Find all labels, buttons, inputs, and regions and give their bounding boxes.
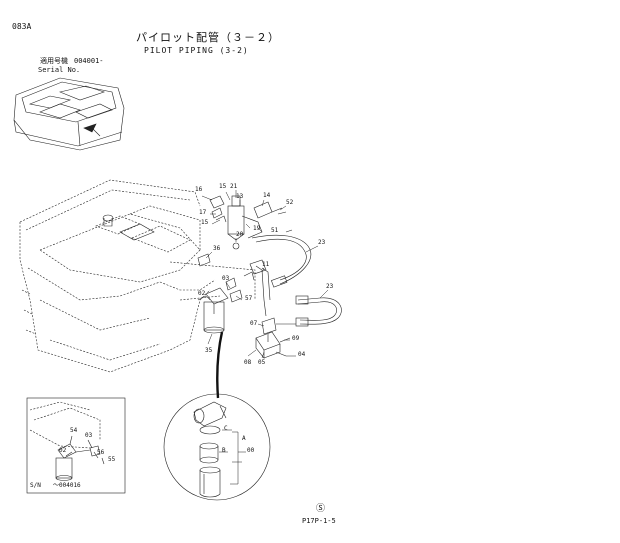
callout-23-lower: 23 xyxy=(326,283,334,290)
page-reference: P17P-1-5 xyxy=(302,517,336,525)
inset-parts xyxy=(55,435,105,481)
callout-04: 04 xyxy=(298,351,306,358)
callout-19: 19 xyxy=(253,225,261,232)
callout-16: 16 xyxy=(195,186,203,193)
callout-51: 51 xyxy=(271,227,279,234)
callout-C: C xyxy=(224,425,228,432)
machine-body xyxy=(19,179,256,373)
callout-02: 02 xyxy=(198,290,206,297)
callout-07: 07 xyxy=(250,320,258,327)
callout-08: 08 xyxy=(244,359,252,366)
inset-frame xyxy=(26,397,126,494)
callout-05: 05 xyxy=(258,359,266,366)
tee-07 xyxy=(261,317,296,342)
callout-17: 17 xyxy=(199,209,207,216)
block-05 xyxy=(255,331,291,359)
callout-20: 20 xyxy=(236,231,244,238)
page-code: 083A xyxy=(12,22,32,31)
callout-23-upper: 23 xyxy=(318,239,326,246)
detail-brackets xyxy=(219,429,246,485)
detail-connector xyxy=(216,331,224,399)
leader-lines xyxy=(201,190,329,359)
inset-drawing xyxy=(29,401,101,449)
callout-13: 13 xyxy=(236,193,244,200)
machine-thumbnail xyxy=(13,77,125,151)
callout-11: 11 xyxy=(262,261,270,268)
callout-36: 36 xyxy=(213,245,221,252)
detail-circle xyxy=(163,393,271,501)
callout-21: 21 xyxy=(230,183,238,190)
callout-B: B xyxy=(222,447,226,454)
title-japanese: パイロット配管（３－２） xyxy=(136,31,280,44)
hose-11 xyxy=(249,259,271,317)
callout-09: 09 xyxy=(292,335,300,342)
inset-callout-54: 54 xyxy=(70,427,78,434)
callout-15b: 15 xyxy=(201,219,209,226)
footer-mark: Ⓢ xyxy=(316,504,326,514)
callout-A: A xyxy=(242,435,246,442)
title-english: PILOT PIPING (3-2) xyxy=(144,46,249,55)
serial-value: 004001- xyxy=(74,57,104,65)
callout-57: 57 xyxy=(245,295,253,302)
inset-callout-03: 03 xyxy=(85,432,93,439)
hose-23-lower xyxy=(295,295,342,327)
callout-00: 00 xyxy=(247,447,255,454)
inset-serial-label: S/N xyxy=(30,482,41,489)
hose-23-upper xyxy=(251,234,311,288)
callout-52: 52 xyxy=(286,199,294,206)
inset-callout-02: 02 xyxy=(59,447,67,454)
small-fittings xyxy=(197,211,293,303)
inset-callout-55: 55 xyxy=(108,456,116,463)
serial-label-jp: 適用号機 xyxy=(40,57,68,65)
filter-element-detail xyxy=(193,401,227,498)
serial-label-en: Serial No. xyxy=(38,66,81,74)
callout-35: 35 xyxy=(205,347,213,354)
callout-03: 03 xyxy=(222,275,230,282)
pilot-valve-block xyxy=(209,195,283,250)
callout-15: 15 xyxy=(219,183,227,190)
inset-serial-value: ～004016 xyxy=(53,482,81,489)
inset-callout-56: 56 xyxy=(97,449,105,456)
filter-assembly xyxy=(197,287,229,334)
callout-14: 14 xyxy=(263,192,271,199)
machine-solid-details xyxy=(102,214,155,241)
